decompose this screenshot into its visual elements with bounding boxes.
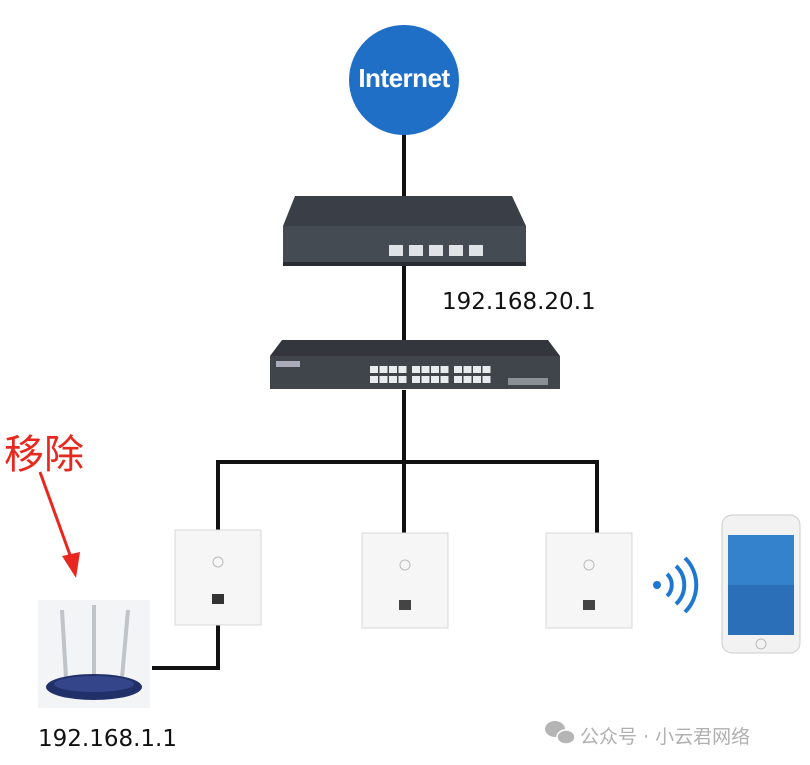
switch-icon (270, 340, 560, 389)
panel-ap-2-icon (361, 532, 449, 629)
switch-port (440, 376, 449, 383)
wechat-icon (545, 721, 576, 745)
switch-port (482, 376, 491, 383)
switch-port (473, 376, 481, 383)
wifi-signal-icon (653, 556, 699, 614)
switch-port (440, 366, 449, 373)
switch-port (473, 366, 481, 373)
switch-port (379, 376, 388, 383)
remove-label: 移除 (4, 432, 84, 478)
switch-port (370, 376, 378, 383)
switch-port (421, 376, 430, 383)
internet-cloud-icon (349, 25, 459, 135)
cables (152, 130, 599, 670)
watermark-text: 公众号 · 小云君网络 (580, 726, 751, 748)
panel-ap-1-icon (174, 529, 262, 626)
switch-port (454, 366, 462, 373)
gateway-ip-label: 192.168.20.1 (442, 289, 596, 315)
panel-ap-3-icon (545, 532, 633, 629)
switch-port (412, 366, 420, 373)
switch-port (431, 366, 439, 373)
switch-port (389, 366, 397, 373)
switch-port (463, 376, 472, 383)
switch-port (412, 376, 420, 383)
old-router-ip-label: 192.168.1.1 (38, 726, 177, 752)
switch-port (379, 366, 388, 373)
switch-port (482, 366, 491, 373)
switch-port (398, 376, 407, 383)
smartphone-icon (721, 514, 801, 654)
remove-arrow-icon (38, 471, 80, 578)
switch-port (463, 366, 472, 373)
switch-port (431, 376, 439, 383)
switch-port (370, 366, 378, 373)
switch-port (398, 366, 407, 373)
switch-port (421, 366, 430, 373)
switch-port (454, 376, 462, 383)
switch-port (389, 376, 397, 383)
wireless-router-icon (38, 600, 150, 708)
internet-label: Internet (358, 63, 450, 93)
router-icon (283, 196, 526, 266)
